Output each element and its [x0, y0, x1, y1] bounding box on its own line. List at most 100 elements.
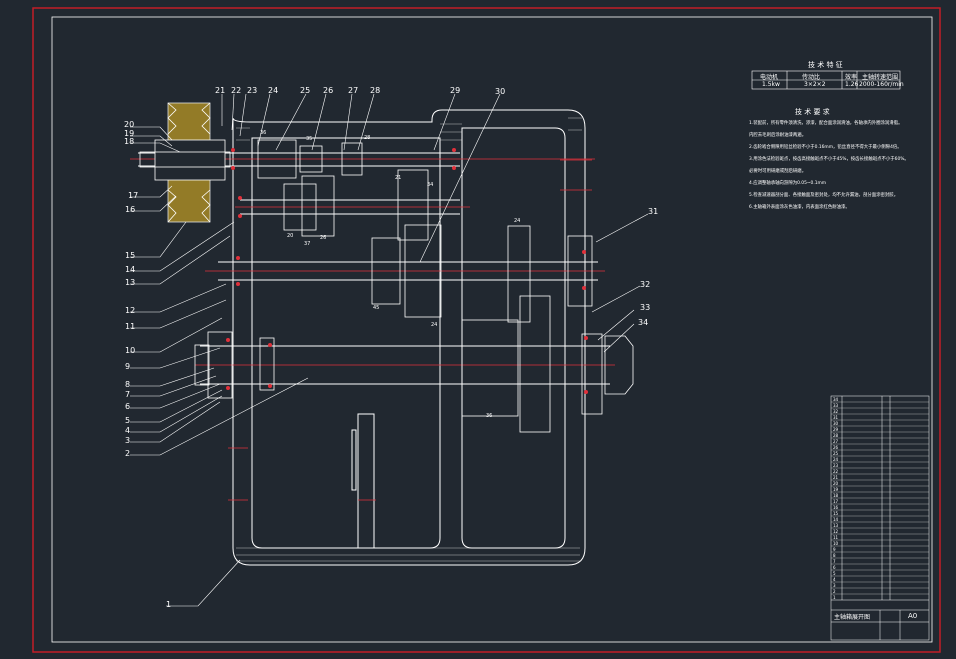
bom-row-number: 24 — [833, 457, 839, 462]
bom-table-frame — [830, 395, 930, 641]
bom-row-number: 23 — [833, 463, 839, 468]
part-label: 25 — [300, 86, 311, 95]
part-label: 28 — [370, 86, 381, 95]
pulley — [139, 102, 231, 223]
gear-callout: 21 — [395, 175, 402, 181]
bom-scale: A0 — [908, 612, 918, 620]
bom-row-number: 14 — [833, 517, 839, 522]
part-label: 24 — [268, 86, 279, 95]
bom-row-number: 31 — [833, 415, 839, 420]
bom-row-number: 8 — [833, 553, 836, 558]
gear-callout: 24 — [431, 322, 438, 328]
part-label: 7 — [125, 390, 131, 399]
tech-req-line: 必要时可用研磨或刮后研磨。 — [749, 169, 807, 174]
bom-row-number: 1 — [833, 595, 836, 600]
part-label: 22 — [231, 86, 242, 95]
tech-req-list: 1.装配前，所有零件须清洗，渗漆，配合面涂润滑油，各轴承内外圈涂润滑脂。 内腔去… — [749, 118, 929, 214]
bom-row-number: 9 — [833, 547, 836, 552]
leader-lines — [130, 93, 649, 607]
tech-req-line: 1.装配前，所有零件须清洗，渗漆，配合面涂润滑油，各轴承内外圈涂润滑脂。 — [749, 121, 903, 126]
part-label: 12 — [125, 306, 136, 315]
bom-row-number: 34 — [833, 397, 839, 402]
part-label: 34 — [638, 318, 649, 327]
inner-border — [51, 16, 933, 643]
bom-row-number: 15 — [833, 511, 839, 516]
part-label: 18 — [124, 137, 135, 146]
bom-row-number: 26 — [833, 445, 839, 450]
gears — [194, 139, 634, 433]
part-label: 31 — [648, 207, 659, 216]
bom-row-number: 30 — [833, 421, 839, 426]
tech-req-line: 内腔去毛刺后涂耐油漆两遍。 — [749, 133, 807, 138]
gear-callout: 26 — [320, 235, 327, 241]
part-label: 30 — [495, 87, 506, 96]
part-label: 3 — [125, 436, 131, 445]
gear-callout: 28 — [364, 135, 371, 141]
tech-req-line: 3.用涂色法检验斑点，按齿高接触斑点不小于45%，按齿长接触斑点不小于60%。 — [749, 157, 909, 162]
bom-row-number: 5 — [833, 571, 836, 576]
gear-callout: 36 — [260, 130, 267, 136]
part-label: 10 — [125, 346, 136, 355]
bom-row-number: 3 — [833, 583, 836, 588]
part-label: 5 — [125, 416, 131, 425]
bom-row-number: 11 — [833, 535, 839, 540]
bom-row-number: 16 — [833, 505, 839, 510]
bom-row-number: 12 — [833, 529, 839, 534]
bom-title: 主轴箱展开图 — [834, 614, 871, 621]
bom-row-number: 13 — [833, 523, 839, 528]
part-label: 1 — [166, 600, 172, 609]
gear-callout: 36 — [486, 413, 493, 419]
gear-callout: 34 — [427, 182, 434, 188]
part-label: 26 — [323, 86, 334, 95]
bom-row-number: 17 — [833, 499, 839, 504]
bearing-marks — [226, 148, 588, 394]
part-label: 14 — [125, 265, 136, 274]
bom-row-lines — [831, 401, 929, 595]
spec-header: 主轴转速范围 — [862, 74, 899, 81]
spec-value: 2000-160r/min — [859, 81, 904, 88]
part-label: 16 — [125, 205, 136, 214]
part-label: 2 — [125, 449, 131, 458]
gear-callout: 24 — [514, 218, 521, 224]
part-label: 17 — [128, 191, 139, 200]
bom-row-number: 33 — [833, 403, 839, 408]
part-label: 32 — [640, 280, 651, 289]
bom-row-number: 19 — [833, 487, 839, 492]
bom-row-number: 21 — [833, 475, 839, 480]
spec-value: 1.26 — [845, 81, 859, 88]
tech-req-line: 2.齿轮啮合侧隙用铅丝检验不小于0.16mm，铅丝直径不得大于最小侧隙4倍。 — [749, 145, 902, 150]
spec-value: 3×2×2 — [804, 81, 826, 88]
part-label: 23 — [247, 86, 258, 95]
part-label: 33 — [640, 303, 651, 312]
bom-row-number: 29 — [833, 427, 839, 432]
part-label: 13 — [125, 278, 136, 287]
hatch-strips — [236, 117, 582, 562]
part-label: 21 — [215, 86, 226, 95]
part-label: 27 — [348, 86, 359, 95]
spec-table-frame — [751, 70, 901, 90]
part-label: 29 — [450, 86, 461, 95]
bom-row-number: 2 — [833, 589, 836, 594]
shafts — [138, 152, 610, 385]
spec-header: 效率 — [845, 74, 858, 81]
part-label: 4 — [125, 426, 131, 435]
gear-callout: 35 — [306, 136, 313, 142]
tech-req-line: 5.检查减速器剖分面、各接触面及密封处，均不允许漏油，剖分面涂密封胶。 — [749, 193, 899, 198]
part-label: 20 — [124, 120, 135, 129]
part-label: 11 — [125, 322, 136, 331]
part-label: 15 — [125, 251, 136, 260]
bom-row-number: 7 — [833, 559, 836, 564]
spec-header: 电动机 — [760, 74, 779, 81]
spec-header: 传动比 — [802, 74, 821, 81]
tech-req-line: 6.主轴箱外表面涂灰色油漆，内表面涂红色耐油漆。 — [749, 205, 850, 210]
part-label: 19 — [124, 129, 135, 138]
gear-callout: 20 — [287, 233, 294, 239]
part-label: 9 — [125, 362, 131, 371]
bom-row-number: 10 — [833, 541, 839, 546]
bom-row-number: 32 — [833, 409, 839, 414]
bom-row-number: 27 — [833, 439, 839, 444]
bom-row-number: 18 — [833, 493, 839, 498]
bom-row-number: 28 — [833, 433, 839, 438]
bom-row-number: 22 — [833, 469, 839, 474]
